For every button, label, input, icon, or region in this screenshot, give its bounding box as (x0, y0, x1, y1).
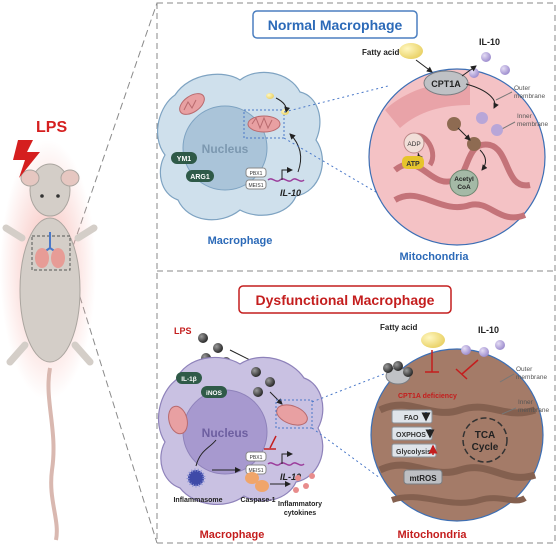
normal-mito-label: Mitochondria (399, 251, 469, 263)
normal-macrophage-label: Macrophage (208, 235, 273, 247)
caspase-label: Caspase-1 (240, 497, 275, 504)
mtros-label: mtROS (409, 474, 437, 483)
normal-title-box (252, 10, 418, 39)
mouse-illustration (0, 140, 98, 541)
dysfunctional-title: Dysfunctional Macrophage (256, 292, 435, 308)
coa-label: CoA (457, 184, 471, 191)
dys-fatty-acid-label: Fatty acid (380, 323, 417, 332)
il1b-pill (176, 372, 202, 384)
inos-label: iNOS (206, 390, 223, 397)
dys-pbx1-label: PBX1 (250, 455, 263, 461)
normal-small-mito (179, 93, 205, 115)
inflammasome-label: Inflammasome (173, 497, 222, 504)
dys-il10-label: IL-10 (478, 325, 499, 335)
dys-inner-label-2: membrane (518, 407, 549, 414)
dna-icon (267, 178, 305, 182)
dys-outer-label-2: membrane (516, 374, 547, 381)
il1b-label: IL-1β (181, 376, 197, 383)
dys-macrophage-label: Macrophage (200, 529, 265, 541)
normal-nucleus-label: Nucleus (202, 142, 249, 156)
fao-label: FAO (404, 415, 419, 422)
arg1-pill (186, 170, 214, 182)
dys-mito-label: Mitochondria (397, 529, 467, 541)
cytokines-label-1: Inflammatory (278, 501, 322, 508)
cpt1a-deficiency-label: CPT1A deficiency (398, 393, 457, 400)
dys-inner-label-1: Inner (518, 399, 534, 406)
inner-membrane-label-1: Inner (517, 113, 533, 120)
main-panel-border (156, 2, 556, 544)
tca-label-2: Cycle (472, 442, 499, 453)
glycolysis-label: Glycolysis (396, 449, 431, 456)
mtros-box (403, 469, 443, 485)
oxphos-label: OXPHOS (396, 432, 426, 439)
pbx1-label: PBX1 (250, 171, 263, 177)
meis1-label: MEIS1 (248, 183, 263, 189)
normal-il10-gene: IL-10 (280, 188, 301, 198)
lightning-icon (13, 140, 40, 178)
arg1-label: ARG1 (190, 174, 210, 181)
dys-lps-label: LPS (174, 326, 192, 336)
acetyl-label: Acetyl (454, 176, 474, 183)
inflammasome-icon (186, 468, 206, 488)
inner-membrane-label-2: membrane (517, 121, 548, 128)
outer-membrane-label-2: membrane (514, 93, 545, 100)
dys-outer-label-1: Outer (516, 366, 533, 373)
dys-il10-gene: IL-10 (280, 472, 301, 482)
tca-cycle-icon (462, 417, 508, 463)
normal-fatty-acid-label: Fatty acid (362, 48, 399, 57)
inos-pill (201, 386, 227, 398)
dys-zoom-line-1 (311, 373, 385, 403)
normal-il10-label: IL-10 (479, 37, 500, 47)
ym1-label: YM1 (177, 156, 192, 163)
atp-label: ATP (406, 161, 420, 168)
ym1-pill (171, 152, 197, 164)
normal-title: Normal Macrophage (268, 17, 403, 33)
dysfunctional-title-box (238, 285, 452, 314)
dys-meis1-label: MEIS1 (248, 468, 263, 474)
cpt1a-label: CPT1A (431, 79, 461, 89)
outer-membrane-label-1: Outer (514, 85, 531, 92)
lps-main-label: LPS (36, 119, 67, 136)
adp-label: ADP (407, 141, 420, 148)
tca-label-1: TCA (475, 430, 496, 441)
cpt1a-transporter (423, 70, 469, 96)
cytokines-label-2: cytokines (284, 510, 316, 517)
dys-zoom-line-2 (311, 427, 381, 479)
dys-nucleus-label: Nucleus (202, 426, 249, 440)
